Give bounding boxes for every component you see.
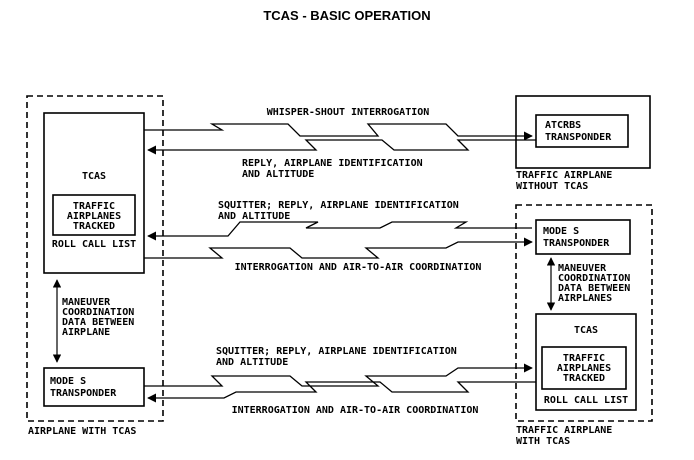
own-maneuver-line-4: AIRPLANE <box>62 327 110 338</box>
upper-interrogation-arrow <box>144 237 533 259</box>
lower-interrogation-arrow <box>147 381 536 403</box>
traffic-airplanes-line: AIRPLANES <box>557 363 611 374</box>
upper-squitter-arrow <box>147 221 532 241</box>
traffic-maneuver-line-2: COORDINATION <box>558 273 630 284</box>
own-mode-s-line-2: TRANSPONDER <box>50 388 117 399</box>
own-mode-s-line-1: MODE S <box>50 376 86 387</box>
traffic-tracked-line: TRACKED <box>563 373 605 384</box>
lower-squitter-label-line-1: SQUITTER; REPLY, AIRPLANE IDENTIFICATION <box>216 346 457 357</box>
traffic-maneuver-line-1: MANEUVER <box>558 263 607 274</box>
own-airplanes-line: AIRPLANES <box>67 211 121 222</box>
tcas-traffic-label-line-2: WITH TCAS <box>516 436 570 447</box>
own-roll-call-list: ROLL CALL LIST <box>52 239 136 250</box>
diagram-title: TCAS - BASIC OPERATION <box>263 8 430 23</box>
own-maneuver-line-3: DATA BETWEEN <box>62 317 134 328</box>
tcas-traffic-label-line-1: TRAFFIC AIRPLANE <box>516 425 612 436</box>
lower-interrogation-label: INTERROGATION AND AIR-TO-AIR COORDINATIO… <box>232 405 479 416</box>
own-tcas-label: TCAS <box>82 171 106 182</box>
traffic-mode-s-box <box>535 219 631 255</box>
traffic-roll-call-list: ROLL CALL LIST <box>544 395 628 406</box>
own-tcas-box <box>43 112 145 274</box>
reply-label-line-2: AND ALTITUDE <box>242 169 314 180</box>
airplane-with-tcas-boundary <box>26 95 164 422</box>
traffic-maneuver-line-3: DATA BETWEEN <box>558 283 630 294</box>
upper-interrogation-label: INTERROGATION AND AIR-TO-AIR COORDINATIO… <box>235 262 482 273</box>
atcrbs-label-line-2: WITHOUT TCAS <box>516 181 588 192</box>
own-tracked-line: TRACKED <box>73 221 115 232</box>
lower-squitter-arrow <box>144 363 533 387</box>
atcrbs-label-line-1: TRAFFIC AIRPLANE <box>516 170 612 181</box>
lower-squitter-label-line-2: AND ALTITUDE <box>216 357 288 368</box>
traffic-mode-s-line-2: TRANSPONDER <box>543 238 610 249</box>
atcrbs-airplane-boundary <box>515 95 651 169</box>
whisper-shout-arrow <box>144 123 533 141</box>
own-maneuver-line-2: COORDINATION <box>62 307 134 318</box>
own-traffic-line: TRAFFIC <box>73 201 115 212</box>
traffic-maneuver-line-4: AIRPLANES <box>558 293 612 304</box>
traffic-mode-s-line-1: MODE S <box>543 226 579 237</box>
own-maneuver-line-1: MANEUVER <box>62 297 111 308</box>
atcrbs-line-1: ATCRBS <box>545 120 581 131</box>
whisper-shout-label: WHISPER-SHOUT INTERROGATION <box>267 107 430 118</box>
reply-label-line-1: REPLY, AIRPLANE IDENTIFICATION <box>242 158 423 169</box>
tcas-traffic-airplane-boundary <box>515 204 653 422</box>
traffic-tcas-label: TCAS <box>574 325 598 336</box>
own-mode-s-box <box>43 367 145 407</box>
traffic-traffic-tracked-box <box>541 346 627 390</box>
upper-squitter-label-line-1: SQUITTER; REPLY, AIRPLANE IDENTIFICATION <box>218 200 459 211</box>
atcrbs-transponder-box <box>535 114 629 148</box>
traffic-tcas-box <box>535 313 637 411</box>
atcrbs-reply-arrow <box>147 139 536 155</box>
atcrbs-line-2: TRANSPONDER <box>545 132 612 143</box>
traffic-traffic-line: TRAFFIC <box>563 353 605 364</box>
airplane-with-tcas-label: AIRPLANE WITH TCAS <box>28 426 136 437</box>
own-traffic-tracked-box <box>52 194 136 236</box>
upper-squitter-label-line-2: AND ALTITUDE <box>218 211 290 222</box>
